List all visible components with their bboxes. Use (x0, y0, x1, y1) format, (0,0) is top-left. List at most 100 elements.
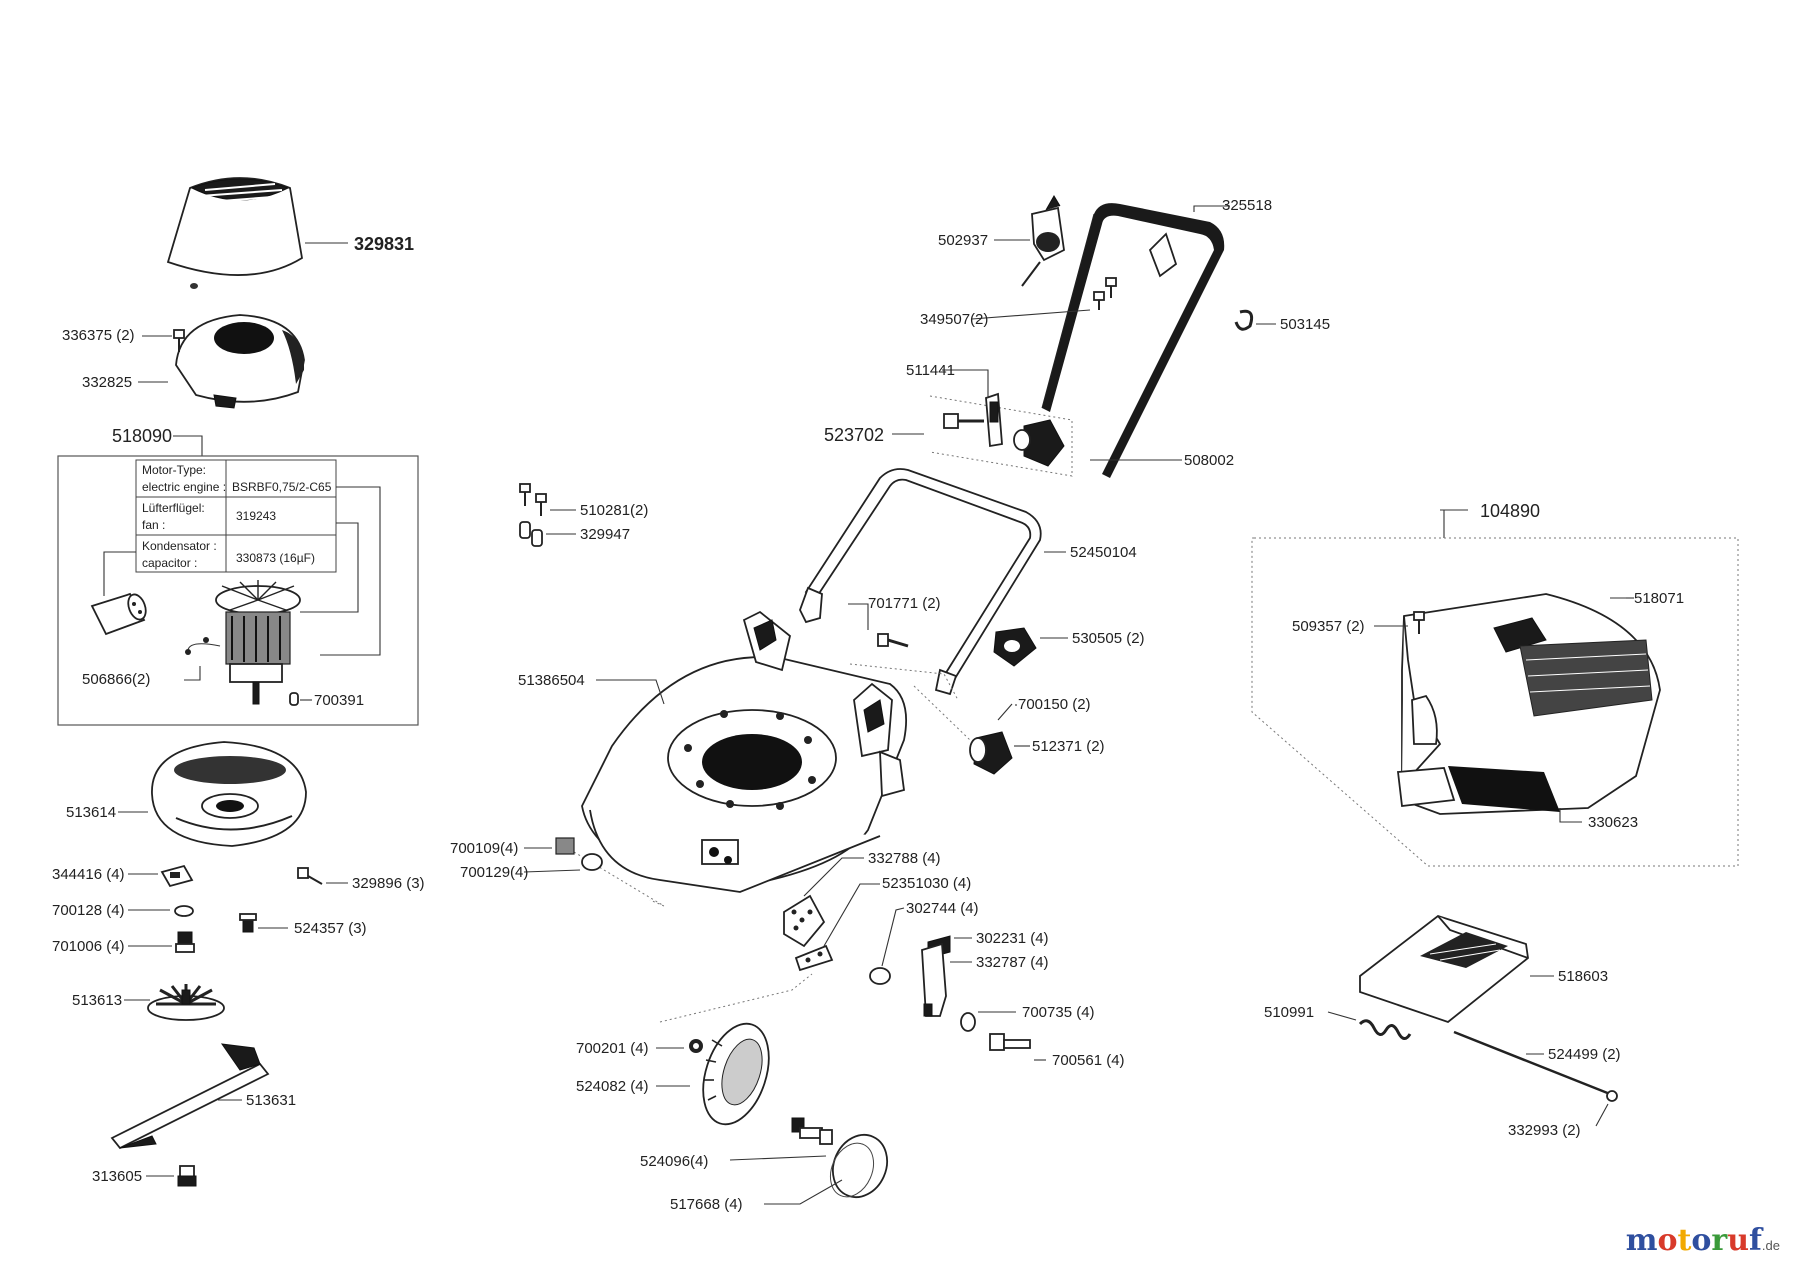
washer-700129 (581, 853, 603, 871)
label-700150: 700150 (2) (1018, 696, 1091, 713)
label-344416: 344416 (4) (52, 866, 125, 883)
spec-row1-value: BSRBF0,75/2-C65 (232, 480, 332, 494)
wheel-524082 (702, 1022, 770, 1126)
label-512371: 512371 (2) (1032, 738, 1105, 755)
spec-row3-label-b: capacitor : (142, 556, 197, 570)
label-329831: 329831 (354, 234, 414, 254)
fan-part (147, 984, 225, 1021)
label-332993: 332993 (2) (1508, 1122, 1581, 1139)
label-530505: 530505 (2) (1072, 630, 1145, 647)
spec-row2-label-b: fan : (142, 518, 165, 532)
fan-housing-part (151, 741, 307, 847)
label-700129: 700129(4) (460, 864, 528, 881)
label-51386504: 51386504 (518, 672, 585, 689)
label-511441: 511441 (906, 362, 955, 379)
label-329896: 329896 (3) (352, 875, 425, 892)
upper-handle-part (1041, 203, 1225, 478)
capacitor-part (90, 592, 147, 636)
blade-part (110, 1043, 270, 1150)
clip-344416 (160, 864, 194, 888)
label-336375: 336375 (2) (62, 327, 135, 344)
spec-row2-value: 319243 (236, 509, 276, 523)
label-506866: 506866(2) (82, 671, 150, 688)
bolt-701771 (877, 633, 909, 648)
label-52450104: 52450104 (1070, 544, 1137, 561)
label-700735: 700735 (4) (1022, 1004, 1095, 1021)
motor-cover-part (166, 177, 303, 289)
nut-701006 (175, 931, 195, 953)
screw-336375 (173, 329, 185, 352)
label-700201: 700201 (4) (576, 1040, 649, 1057)
label-508002: 508002 (1184, 452, 1234, 469)
nut-700109 (555, 837, 575, 855)
clip-325518 (1148, 232, 1178, 278)
knob-523702 (1013, 419, 1065, 467)
label-510991: 510991 (1264, 1004, 1314, 1021)
handle-clip-530505 (993, 627, 1037, 667)
lower-handle-part (799, 468, 1042, 696)
screws-349507 (1093, 277, 1117, 310)
motor-spec-table: Motor-Type: electric engine : BSRBF0,75/… (135, 459, 337, 573)
label-302744: 302744 (4) (906, 900, 979, 917)
screw-329896 (297, 867, 323, 885)
axle-rod-524499 (1453, 1030, 1611, 1096)
washer-700128 (174, 905, 194, 917)
label-523702: 523702 (824, 425, 884, 445)
label-332787: 332787 (4) (976, 954, 1049, 971)
screw-509357 (1413, 611, 1425, 634)
spring-510991 (1358, 1019, 1412, 1040)
logo-wordmark: motoruf (1626, 1223, 1762, 1258)
label-510281: 510281(2) (580, 502, 648, 519)
label-700561: 700561 (4) (1052, 1052, 1125, 1069)
switch-part (1021, 195, 1065, 287)
screw-524357 (239, 913, 257, 933)
lever-52351030 (794, 944, 834, 972)
label-513631: 513631 (246, 1092, 296, 1109)
label-325518: 325518 (1222, 197, 1272, 214)
logo-letter: m (1625, 1223, 1658, 1258)
height-adjuster-332788 (783, 894, 826, 948)
label-313605: 313605 (92, 1168, 142, 1185)
spacers-329947 (519, 521, 543, 547)
motor-housing-part (175, 314, 305, 409)
label-302231: 302231 (4) (976, 930, 1049, 947)
knob-512371 (969, 731, 1013, 775)
label-518603: 518603 (1558, 968, 1608, 985)
motor-group-frame (57, 455, 419, 726)
label-509357: 509357 (2) (1292, 618, 1365, 635)
spec-row1-label-a: Motor-Type: (142, 463, 206, 477)
label-503145: 503145 (1280, 316, 1330, 333)
axle-bolt-700561 (989, 1033, 1031, 1051)
label-517668: 517668 (4) (670, 1196, 743, 1213)
bolt-313605 (177, 1165, 197, 1187)
label-524499: 524499 (2) (1548, 1046, 1621, 1063)
logo-letter: t (1677, 1223, 1692, 1258)
label-349507: 349507(2) (920, 311, 988, 328)
label-700109: 700109(4) (450, 840, 518, 857)
grass-catcher-518071 (1396, 593, 1661, 815)
logo-letter: o (1657, 1223, 1678, 1258)
label-332788: 332788 (4) (868, 850, 941, 867)
logo-letter: u (1727, 1223, 1750, 1258)
rear-flap-518603 (1359, 914, 1529, 1024)
label-513614: 513614 (66, 804, 116, 821)
label-524357: 524357 (3) (294, 920, 367, 937)
clip-503145 (1234, 309, 1254, 331)
site-logo: motoruf.de (1626, 1223, 1780, 1258)
label-104890: 104890 (1480, 501, 1540, 521)
logo-letter: r (1711, 1223, 1728, 1258)
bushing-700735 (960, 1012, 976, 1032)
label-700128: 700128 (4) (52, 902, 125, 919)
star-washer-700201 (689, 1039, 703, 1053)
wheel-bolt-524096 (791, 1117, 833, 1145)
clamp-lever-511441 (985, 392, 1003, 448)
label-513613: 513613 (72, 992, 122, 1009)
cap-302744 (869, 967, 891, 985)
label-518090: 518090 (112, 426, 172, 446)
label-518071: 518071 (1634, 590, 1684, 607)
spec-row3-label-a: Kondensator : (142, 539, 217, 553)
label-332825: 332825 (82, 374, 132, 391)
spec-row1-label-b: electric engine : (142, 480, 226, 494)
